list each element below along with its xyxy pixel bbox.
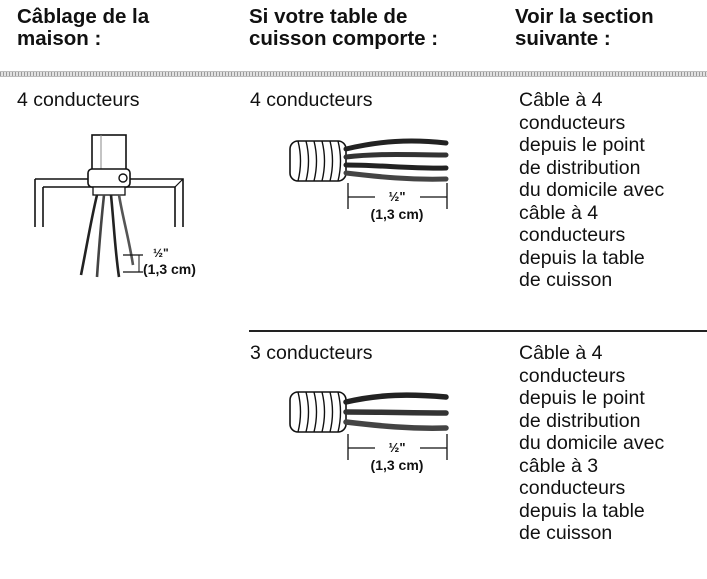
row-3-section-line: câble à 3	[519, 454, 599, 477]
header-cooktop-has-line1: Si votre table de	[249, 5, 408, 28]
row-3-section-line: conducteurs	[519, 477, 626, 499]
header-house-wiring: Câblage de la maison :	[17, 6, 257, 50]
row-3-conductor-label: 3 conducteurs	[250, 342, 373, 364]
junction-box-illustration: ½" (1,3 cm)	[34, 134, 225, 285]
cable-4-conductor-illustration: ½" (1,3 cm)	[289, 133, 460, 233]
header-cooktop-has: Si votre table de cuisson comporte :	[249, 6, 489, 50]
row-3-section-line: depuis le point	[519, 387, 645, 409]
row-3-section-text: Câble à 4 conducteurs depuis le point de…	[519, 342, 704, 545]
header-house-wiring-line2: maison :	[17, 27, 102, 50]
row-3-dimension-fraction: ½"	[388, 440, 405, 455]
row-4-section-line: conducteurs	[519, 224, 626, 246]
row-4-section-line: câble à 4	[519, 201, 599, 224]
row-4-section-line: conducteurs	[519, 111, 626, 134]
row-4-section-line: du domicile avec	[519, 179, 665, 201]
row-4-section-line: Câble à 4	[519, 89, 603, 111]
row-3-section-line: conducteurs	[519, 364, 626, 387]
house-wiring-value: 4 conducteurs	[17, 89, 140, 111]
house-dimension-fraction: ½"	[153, 246, 169, 260]
row-4-dimension-fraction: ½"	[388, 189, 405, 204]
row-4-section-line: de distribution	[519, 156, 641, 179]
header-cooktop-has-line2: cuisson comporte :	[249, 27, 439, 50]
row-4-dimension-metric: (1,3 cm)	[371, 206, 424, 222]
row-4-section-line: depuis le point	[519, 134, 645, 156]
row-3-section-line: Câble à 4	[519, 342, 603, 364]
row-4-section-line: depuis la table	[519, 246, 645, 269]
header-divider	[0, 71, 707, 77]
row-3-section-line: de cuisson	[519, 522, 613, 544]
header-see-section-line2: suivante :	[515, 27, 611, 50]
header-see-section: Voir la section suivante :	[515, 6, 707, 50]
row-divider	[249, 330, 707, 332]
header-house-wiring-line1: Câblage de la	[17, 5, 150, 28]
cable-3-conductor-illustration: ½" (1,3 cm)	[289, 384, 460, 484]
row-3-section-line: de distribution	[519, 409, 641, 432]
row-3-section-line: depuis la table	[519, 499, 645, 522]
row-4-conductor-label: 4 conducteurs	[250, 89, 373, 111]
row-3-dimension-metric: (1,3 cm)	[371, 457, 424, 473]
row-4-section-text: Câble à 4 conducteurs depuis le point de…	[519, 89, 704, 292]
header-see-section-line1: Voir la section	[515, 5, 654, 28]
row-4-section-line: de cuisson	[519, 269, 613, 291]
house-dimension-metric: (1,3 cm)	[143, 261, 196, 277]
row-3-section-line: du domicile avec	[519, 432, 665, 454]
